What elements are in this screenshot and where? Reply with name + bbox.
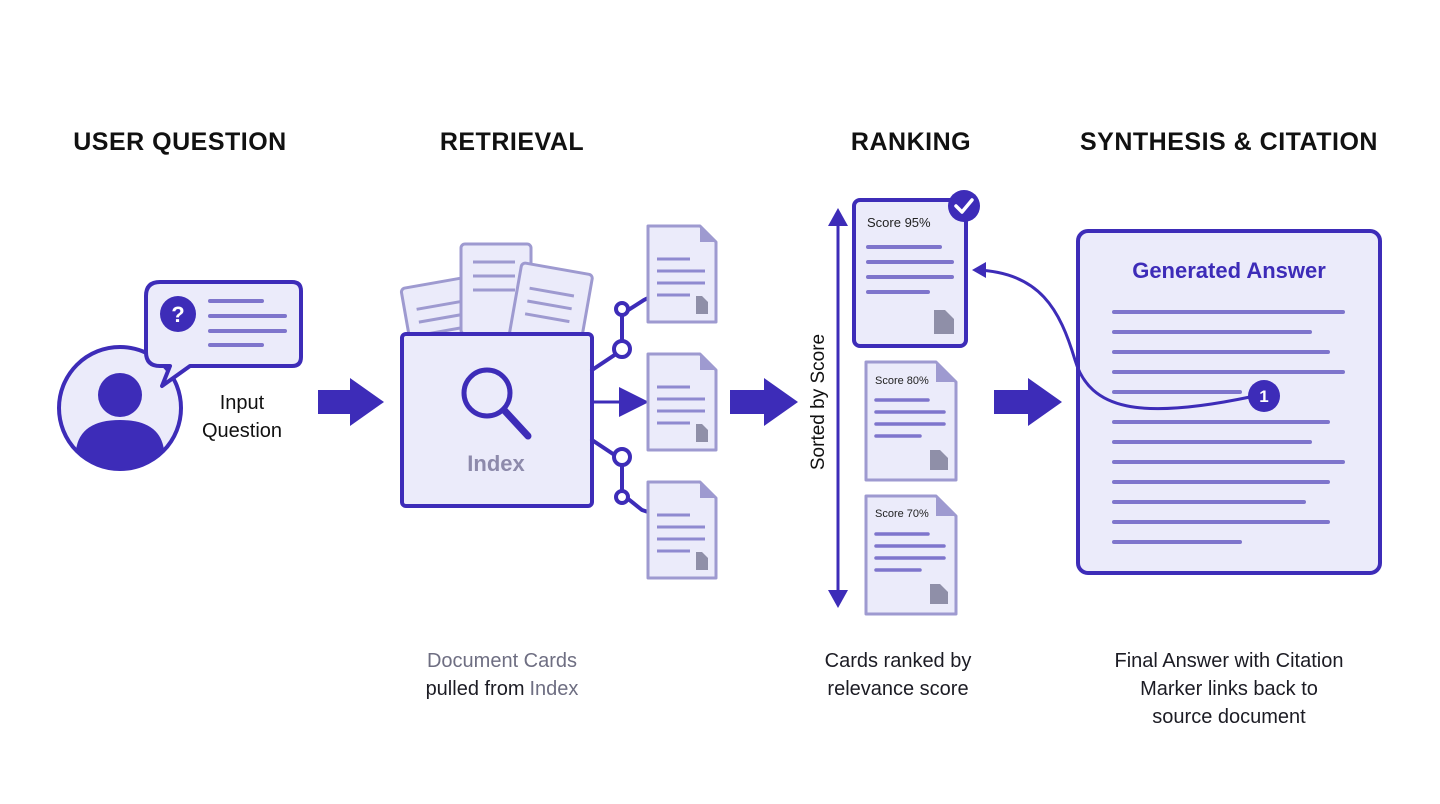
flow-arrow-1 <box>318 378 384 426</box>
stage-title-retrieval: RETRIEVAL <box>440 128 584 156</box>
retrieval-caption-line1: Document Cards <box>427 650 577 672</box>
sorted-by-score-label: Sorted by Score <box>808 334 829 470</box>
ranked-card-middle: Score 80% <box>864 360 958 482</box>
ranked-card-top: Score 95% <box>852 190 980 348</box>
stage-title-ranking: RANKING <box>851 128 971 156</box>
answer-text-lines <box>1112 310 1345 544</box>
citation-link <box>975 268 1251 411</box>
sort-axis <box>828 208 848 608</box>
ranking-caption-line2: relevance score <box>827 678 968 700</box>
citation-marker-number: 1 <box>1259 387 1268 406</box>
input-question-label-line1: Input <box>220 392 265 414</box>
stage-title-synthesis: SYNTHESIS & CITATION <box>1080 128 1378 156</box>
retrieved-document <box>646 480 718 580</box>
joint-icons <box>612 301 632 505</box>
citation-link-arrowhead <box>972 262 986 278</box>
check-badge-icon <box>948 190 980 222</box>
index-box: Index <box>400 332 594 508</box>
retrieval-connectors <box>590 292 658 516</box>
input-question-label-line2: Question <box>202 420 282 442</box>
ranking-caption-line1: Cards ranked by <box>825 650 972 672</box>
retrieved-document <box>646 352 718 452</box>
retrieval-caption-line2-b: Index <box>530 678 579 700</box>
magnifier-icon <box>461 367 532 440</box>
ranked-card-bottom: Score 70% <box>864 494 958 616</box>
user-avatar-icon <box>57 345 183 471</box>
answer-title: Generated Answer <box>1132 258 1326 283</box>
score-label: Score 95% <box>867 215 931 230</box>
score-label: Score 80% <box>875 375 929 387</box>
question-bubble: ? <box>144 280 303 388</box>
flow-arrow-2 <box>730 378 798 426</box>
retrieved-document <box>646 224 718 324</box>
stage-title-user-question: USER QUESTION <box>73 128 286 156</box>
retrieval-caption-line2-a: pulled from <box>426 678 525 700</box>
question-mark-icon: ? <box>160 296 196 332</box>
flow-arrow-3 <box>994 378 1062 426</box>
score-label: Score 70% <box>875 508 929 520</box>
synthesis-caption-line1: Final Answer with Citation <box>1115 650 1344 672</box>
index-label: Index <box>467 451 525 476</box>
svg-text:?: ? <box>171 302 184 327</box>
synthesis-caption-line2: Marker links back to <box>1140 678 1318 700</box>
synthesis-caption-line3: source document <box>1152 706 1306 728</box>
citation-marker[interactable]: 1 <box>1248 380 1280 412</box>
